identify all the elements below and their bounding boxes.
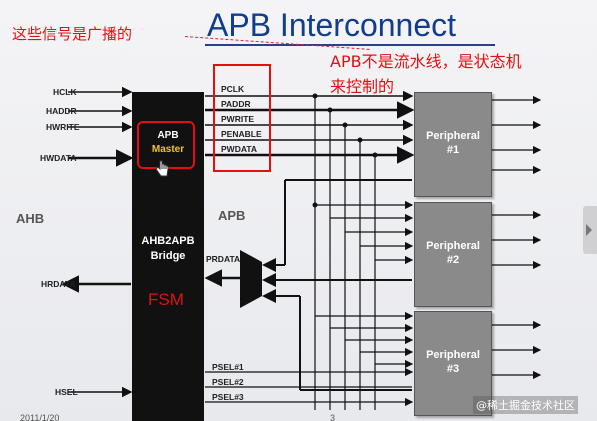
apb-master-label: APB [157, 130, 179, 141]
signal-prdata: PRDATA [206, 254, 241, 264]
peripheral-3: Peripheral #3 [414, 311, 492, 416]
apb-signal-highlight-box [213, 64, 271, 172]
annotation-broadcast: 这些信号是广播的 [12, 25, 133, 43]
annotation-fsm-line-2: 来控制的 [330, 77, 395, 96]
peripheral-2: Peripheral #2 [414, 202, 492, 307]
signal-psel-3: PSEL#3 [212, 392, 244, 402]
apb-side-label: APB [218, 208, 246, 223]
signal-hwdata: HWDATA [40, 153, 77, 163]
signal-psel-2: PSEL#2 [212, 377, 244, 387]
ahb-side-label: AHB [16, 211, 45, 226]
bridge-name-line-2: Bridge [150, 250, 186, 262]
peripheral-2-label: Peripheral [426, 240, 480, 252]
signal-pclk: PCLK [221, 84, 245, 94]
signal-penable: PENABLE [221, 129, 262, 139]
slide-title: APB Interconnect [207, 7, 457, 43]
prdata-mux [240, 250, 262, 308]
bridge-name-line-1: AHB2APB [141, 235, 195, 247]
peripheral-3-label: Peripheral [426, 349, 480, 361]
peripheral-3-number: #3 [446, 363, 460, 375]
watermark: @稀土掘金技术社区 [473, 396, 578, 414]
signal-hwrite: HWRITE [46, 122, 80, 132]
peripheral-2-number: #2 [446, 254, 460, 266]
ahb2apb-bridge-block: APB Master AHB2APB Bridge [132, 92, 204, 421]
peripheral-1-label: Peripheral [426, 130, 480, 142]
hand-pointer-icon [155, 160, 169, 183]
slide-date: 2011/1/20 [20, 413, 60, 421]
signal-pwdata: PWDATA [221, 144, 258, 154]
signal-hrdata: HRDATA [41, 279, 76, 289]
signal-haddr: HADDR [46, 106, 77, 116]
signal-pwrite: PWRITE [221, 114, 255, 124]
annotation-fsm-line-1: APB不是流水线，是状态机 [330, 52, 522, 71]
slide-page-number: 3 [330, 413, 336, 421]
fsm-annotation: FSM [148, 290, 184, 309]
chevron-right-icon[interactable] [583, 206, 597, 254]
peripheral-1-number: #1 [446, 144, 460, 156]
title-underline [205, 44, 495, 46]
peripheral-1: Peripheral #1 [414, 92, 492, 197]
signal-paddr: PADDR [221, 99, 251, 109]
signal-hsel: HSEL [55, 387, 78, 397]
signal-hclk: HCLK [53, 87, 77, 97]
master-label: Master [151, 144, 185, 155]
signal-psel-1: PSEL#1 [212, 362, 244, 372]
